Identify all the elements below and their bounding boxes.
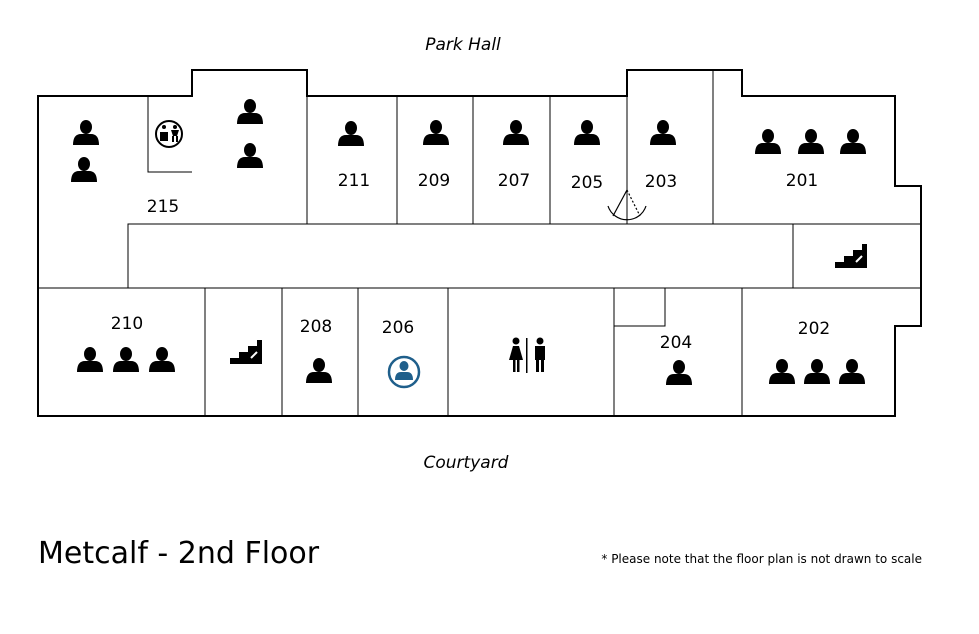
room-207-label: 207 xyxy=(498,171,530,191)
person-icon xyxy=(149,347,175,372)
person-icon xyxy=(798,129,824,154)
room-206-label: 206 xyxy=(382,318,414,338)
person-icon xyxy=(804,359,830,384)
person-icon xyxy=(113,347,139,372)
person-icon xyxy=(306,358,332,383)
room-208-label: 208 xyxy=(300,317,332,337)
stairs-icon xyxy=(229,339,263,365)
person-icon xyxy=(77,347,103,372)
person-icon xyxy=(650,120,676,145)
building-outline xyxy=(37,69,922,417)
person-icon xyxy=(769,359,795,384)
room-203-label: 203 xyxy=(645,172,677,192)
highlighted-person-icon[interactable] xyxy=(387,355,421,389)
person-icon xyxy=(73,120,99,145)
room-215-label: 215 xyxy=(147,197,179,217)
stairs-icon xyxy=(834,243,868,269)
person-icon xyxy=(755,129,781,154)
person-icon xyxy=(840,129,866,154)
north-label: Park Hall xyxy=(425,35,501,55)
room-210-label: 210 xyxy=(111,314,143,334)
person-icon xyxy=(666,360,692,385)
floor-title: Metcalf - 2nd Floor xyxy=(38,536,320,571)
person-icon xyxy=(574,120,600,145)
room-201-label: 201 xyxy=(786,171,818,191)
person-icon xyxy=(839,359,865,384)
room-211-label: 211 xyxy=(338,171,370,191)
person-icon xyxy=(71,157,97,182)
person-icon xyxy=(237,99,263,124)
restroom-icon xyxy=(155,120,183,148)
person-icon xyxy=(237,143,263,168)
scale-note: * Please note that the floor plan is not… xyxy=(601,552,922,566)
room-204-label: 204 xyxy=(660,333,692,353)
room-202-label: 202 xyxy=(798,319,830,339)
room-209-label: 209 xyxy=(418,171,450,191)
occupants xyxy=(71,99,866,385)
south-label: Courtyard xyxy=(424,453,509,473)
person-icon xyxy=(338,121,364,146)
person-icon xyxy=(503,120,529,145)
door-swing-icon xyxy=(607,189,647,221)
room-205-label: 205 xyxy=(571,173,603,193)
person-icon xyxy=(423,120,449,145)
unisex-restroom-icon xyxy=(509,337,545,373)
interior-walls xyxy=(38,70,921,416)
